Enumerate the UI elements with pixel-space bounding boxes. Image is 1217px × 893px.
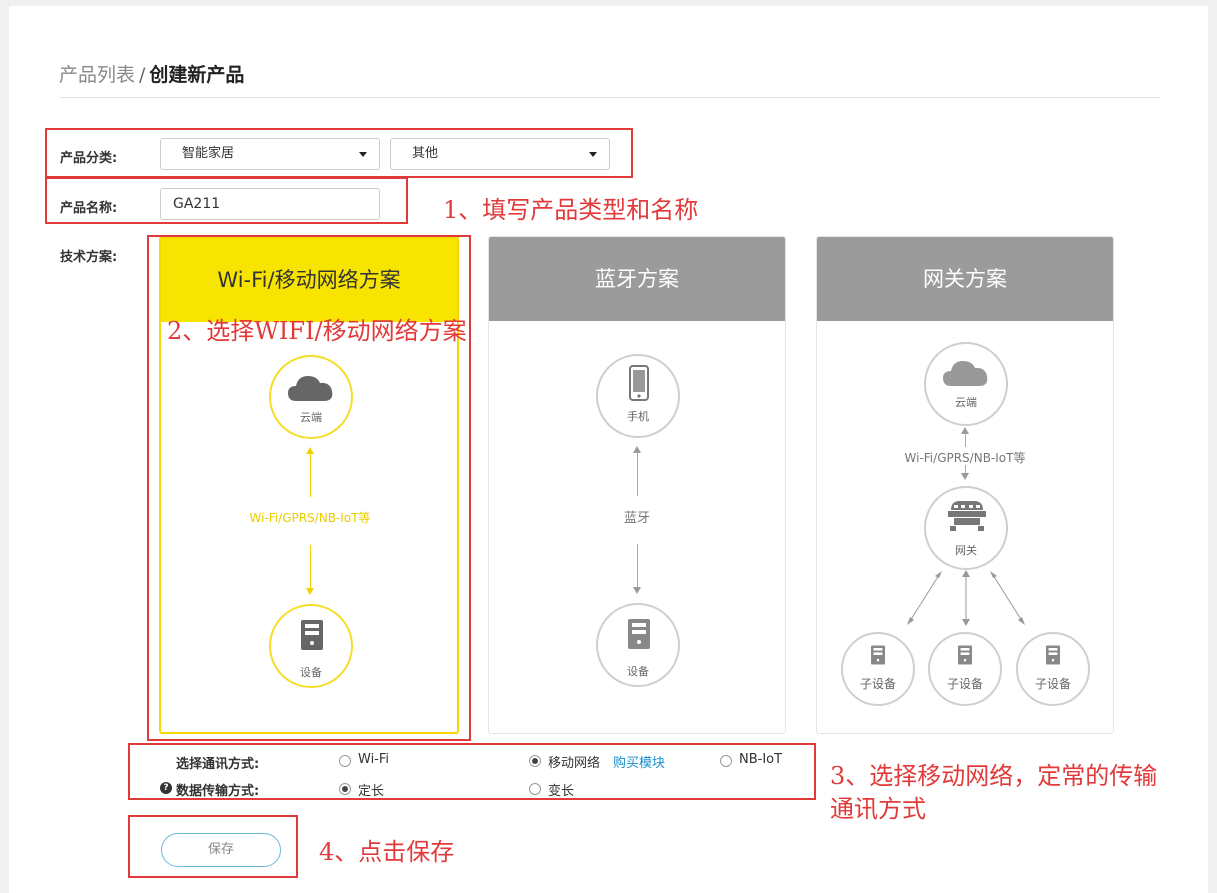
phone-icon: [629, 365, 649, 401]
solution-card-bluetooth[interactable]: 蓝牙方案 手机 蓝牙 设备: [488, 236, 786, 734]
divider: [60, 97, 1160, 98]
link-label: Wi-Fi/GPRS/NB-IoT等: [249, 511, 371, 525]
arrow-down-icon: [633, 587, 641, 594]
caret-down-icon: [589, 152, 597, 157]
product-name-label: 产品名称:: [60, 201, 118, 216]
sub-device-node: 子设备: [928, 632, 1002, 706]
node-label: 手机: [627, 410, 649, 423]
cloud-icon: [288, 376, 333, 401]
node-label: 设备: [300, 666, 322, 679]
link-label: Wi-Fi/GPRS/NB-IoT等: [904, 451, 1026, 465]
server-device-icon: [1046, 645, 1060, 665]
annotation-box-name: [45, 177, 408, 224]
data-transfer-label: 数据传输方式:: [176, 784, 260, 799]
cloud-node: 云端: [924, 342, 1008, 426]
annotation-box-comm: [128, 743, 816, 800]
product-name-value: GA211: [173, 196, 221, 212]
connector-line: [637, 452, 638, 496]
category-label: 产品分类:: [60, 151, 118, 166]
category-primary-value: 智能家居: [182, 146, 235, 161]
breadcrumb-separator: /: [139, 64, 146, 86]
category-primary-select[interactable]: 智能家居: [160, 138, 380, 170]
radio-mobile-network-label: 移动网络: [548, 756, 601, 771]
gateway-icon: [948, 501, 986, 531]
server-device-icon: [301, 620, 323, 650]
buy-module-link[interactable]: 购买模块: [613, 756, 666, 771]
connector-line: [310, 453, 311, 497]
node-label: 设备: [627, 665, 649, 678]
server-device-icon: [958, 645, 972, 665]
phone-node: 手机: [596, 354, 680, 438]
radio-mobile-network[interactable]: [529, 755, 541, 767]
radio-nbiot[interactable]: [720, 755, 732, 767]
arrow-up-icon: [961, 427, 969, 434]
caret-down-icon: [359, 152, 367, 157]
radio-variable-length[interactable]: [529, 783, 541, 795]
annotation-step3-line2: 通讯方式: [830, 795, 926, 823]
solution-title: Wi-Fi/移动网络方案: [161, 238, 457, 322]
save-button[interactable]: 保存: [161, 833, 281, 867]
connector-line: [965, 433, 966, 447]
product-name-input[interactable]: GA211: [160, 188, 380, 220]
annotation-box-save: [128, 815, 298, 878]
node-label: 云端: [955, 396, 977, 409]
node-label: 云端: [300, 411, 322, 424]
server-device-icon: [628, 619, 650, 649]
annotation-step1: 1、填写产品类型和名称: [443, 196, 699, 224]
arrow-up-icon: [633, 446, 641, 453]
sub-device-node: 子设备: [1016, 632, 1090, 706]
radio-variable-length-label: 变长: [548, 784, 575, 799]
radio-wifi[interactable]: [339, 755, 351, 767]
node-label: 子设备: [946, 677, 983, 691]
annotation-box-solution: [147, 235, 471, 741]
gateway-node: 网关: [924, 486, 1008, 570]
device-node: 设备: [596, 603, 680, 687]
arrow-down-icon: [306, 588, 314, 595]
breadcrumb: 产品列表/创建新产品: [59, 60, 244, 87]
annotation-box-category: [45, 128, 633, 178]
connector-line: [310, 545, 311, 589]
connector-line: [637, 544, 638, 588]
page-title: 创建新产品: [149, 64, 245, 86]
comm-method-label: 选择通讯方式:: [176, 757, 260, 772]
annotation-step2: 2、选择WIFI/移动网络方案: [167, 317, 467, 345]
radio-fixed-length[interactable]: [339, 783, 351, 795]
connector-line: [965, 465, 966, 475]
solution-card-wifi[interactable]: Wi-Fi/移动网络方案 云端 Wi-Fi/GPRS/NB-IoT等 设备: [159, 236, 459, 734]
gateway-connectors: [907, 570, 1025, 626]
device-node: 设备: [269, 604, 353, 688]
cloud-icon: [943, 361, 988, 386]
arrow-up-icon: [306, 447, 314, 454]
link-label: 蓝牙: [623, 511, 650, 526]
solution-title: 网关方案: [817, 237, 1113, 321]
sub-device-node: 子设备: [841, 632, 915, 706]
node-label: 子设备: [1034, 677, 1071, 691]
server-device-icon: [871, 645, 885, 665]
help-icon[interactable]: ?: [160, 782, 172, 794]
radio-wifi-label: Wi-Fi: [358, 752, 390, 767]
radio-fixed-length-label: 定长: [358, 784, 385, 799]
breadcrumb-parent-link[interactable]: 产品列表: [59, 64, 136, 86]
annotation-step3-line1: 3、选择移动网络，定常的传输: [830, 762, 1158, 790]
solution-card-gateway[interactable]: 网关方案 云端 Wi-Fi/GPRS/NB-IoT等 网关: [816, 236, 1114, 734]
arrow-down-icon: [961, 473, 969, 480]
solution-title: 蓝牙方案: [489, 237, 785, 321]
tech-scheme-label: 技术方案:: [60, 250, 118, 265]
category-secondary-value: 其他: [412, 146, 439, 161]
radio-nbiot-label: NB-IoT: [739, 752, 783, 767]
annotation-step4: 4、点击保存: [319, 838, 455, 866]
node-label: 网关: [955, 544, 977, 557]
category-secondary-select[interactable]: 其他: [390, 138, 610, 170]
node-label: 子设备: [859, 677, 896, 691]
cloud-node: 云端: [269, 355, 353, 439]
